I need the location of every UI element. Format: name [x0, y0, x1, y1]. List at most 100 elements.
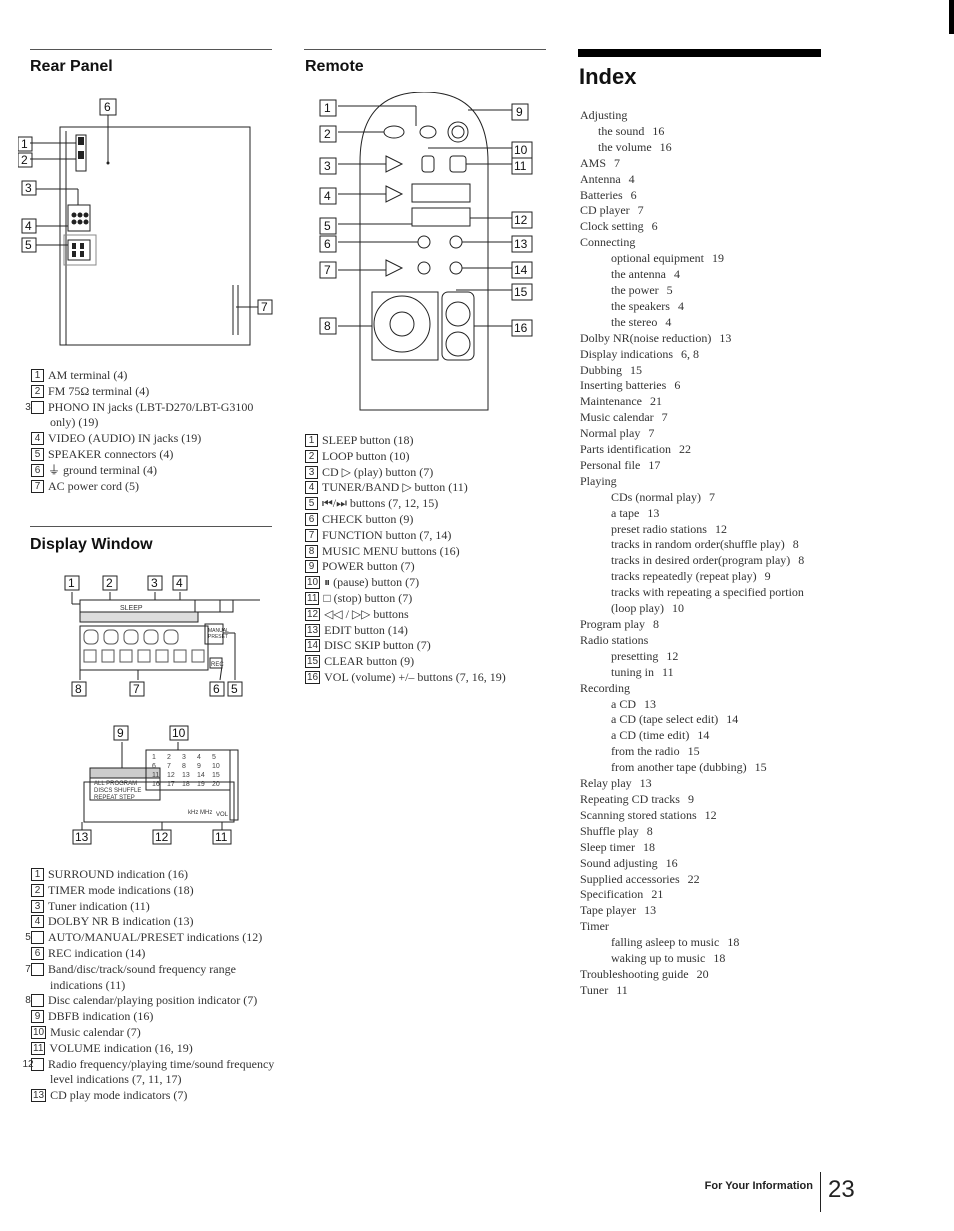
callout-box: 7 — [305, 528, 318, 542]
index-entry: Playing — [580, 474, 810, 490]
index-entry-pages: 13 — [719, 330, 732, 345]
index-entry-pages: 15 — [687, 744, 700, 759]
callout-box: 13 — [305, 623, 321, 637]
grid-number: 3 — [182, 754, 186, 761]
remote-callout-4: 4 — [324, 189, 331, 203]
index-entry-text: Playing — [580, 473, 617, 488]
remote-callout-10: 10 — [514, 143, 528, 157]
index-entry-pages: 15 — [754, 760, 767, 775]
rear-panel-diagram: 6 1 2 3 4 5 7 — [18, 98, 273, 346]
index-entry: Recording — [580, 681, 810, 697]
edge-tab-mark — [949, 0, 954, 34]
callout-box: 4 — [305, 481, 318, 495]
index-entry-text: the power — [611, 282, 659, 297]
index-entry-text: Sleep timer — [580, 839, 635, 854]
index-entry-text: a CD — [611, 696, 636, 711]
callout-box: 1 — [31, 868, 44, 881]
index-entry: Dolby NR(noise reduction) 13 — [580, 331, 810, 347]
index-entry-text: the sound — [598, 123, 645, 138]
grid-number: 10 — [212, 763, 220, 770]
index-entry-pages: 7 — [637, 203, 644, 218]
index-entry-text: Dolby NR(noise reduction) — [580, 330, 712, 345]
index-entry-pages: 6 — [630, 187, 637, 202]
index-entry-text: Tape player — [580, 903, 637, 918]
index-entry-text: Connecting — [580, 235, 636, 250]
index-entry-pages: 16 — [659, 139, 672, 154]
index-entry-pages: 13 — [644, 903, 657, 918]
remote-title: Remote — [305, 58, 364, 75]
index-entry-text: Personal file — [580, 457, 641, 472]
index-entry-text: Adjusting — [580, 108, 628, 122]
remote-callout-13: 13 — [514, 237, 528, 251]
index-entry-pages: 16 — [665, 855, 678, 870]
legend-text: LOOP button (10) — [322, 448, 410, 463]
index-entry-text: a tape — [611, 505, 640, 520]
index-entry-text: tracks repeatedly (repeat play) — [611, 569, 757, 584]
index-entry: a CD (tape select edit)14 — [580, 712, 810, 728]
legend-text: DBFB indication (16) — [48, 1009, 154, 1024]
index-entry-pages: 13 — [644, 696, 656, 711]
index-entry-text: presetting — [611, 648, 659, 663]
legend-text: Disc calendar/playing position indicator… — [48, 993, 258, 1008]
legend-text: Tuner indication (11) — [48, 898, 150, 913]
index-entry-pages: 20 — [696, 966, 709, 981]
index-entry-text: Shuffle play — [580, 823, 639, 838]
legend-text: EDIT button (14) — [324, 622, 408, 637]
callout-box: 12 — [22, 1057, 44, 1071]
legend-text: FM 75Ω terminal (4) — [48, 383, 150, 398]
grid-number: 5 — [212, 754, 216, 761]
display-callout-6: 6 — [213, 682, 220, 696]
remote-callout-9: 9 — [516, 105, 523, 119]
index-entry-text: the speakers — [611, 298, 670, 313]
display-discs-shuffle-text: DISCS SHUFFLE — [94, 788, 141, 794]
display-callout-8: 8 — [75, 682, 82, 696]
display-callout-12: 12 — [155, 830, 169, 844]
remote-callout-2: 2 — [324, 127, 331, 141]
index-entry-pages: 6 — [674, 378, 681, 393]
grid-number: 13 — [182, 772, 190, 779]
index-entry-pages: 6 — [651, 219, 658, 234]
index-entry-text: Clock setting — [580, 219, 644, 234]
grid-number: 1 — [152, 754, 156, 761]
remote-callout-5: 5 — [324, 219, 331, 233]
display-vol-text: VOL — [216, 812, 229, 818]
grid-number: 7 — [167, 763, 171, 770]
index-entry-pages: 9 — [764, 569, 771, 584]
callout-box: 7 — [31, 479, 44, 493]
index-entry: a CD (time edit)14 — [580, 728, 810, 744]
display-callout-2: 2 — [106, 576, 113, 590]
legend-text: AUTO/MANUAL/PRESET indications (12) — [48, 930, 263, 945]
rear-panel-title: Rear Panel — [30, 58, 113, 75]
legend-text: TIMER mode indications (18) — [48, 882, 194, 897]
index-entry-text: Normal play — [580, 426, 641, 441]
index-entry-text: tuning in — [611, 664, 655, 679]
display-all-program-text: ALL PROGRAM — [94, 781, 137, 787]
index-entry-pages: 10 — [672, 601, 684, 616]
